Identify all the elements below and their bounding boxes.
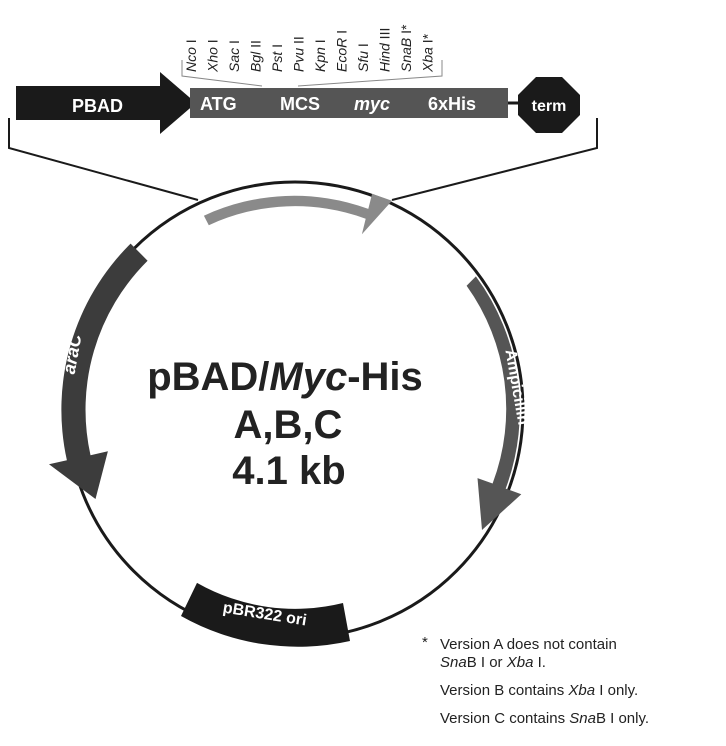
ampicillin-arrow	[466, 276, 522, 530]
atg-label: ATG	[200, 94, 237, 114]
ori-block	[181, 582, 350, 647]
restriction-site-bracket	[181, 60, 443, 87]
terminator-octagon	[518, 77, 580, 133]
restriction-site-label: Hind III	[377, 28, 393, 72]
restriction-site-label: EcoR I	[334, 30, 350, 72]
cassette-brackets	[8, 118, 598, 201]
plasmid-name: pBAD/Myc-His	[147, 355, 423, 399]
mcs-label: MCS	[280, 94, 320, 114]
restriction-site-label: Xho I	[205, 39, 221, 73]
plasmid-size: 4.1 kb	[232, 449, 345, 493]
restriction-site-label: Sac I	[226, 40, 242, 72]
insert-arrow	[203, 193, 392, 235]
version-notes: * Version A does not contain SnaB I or X…	[422, 634, 722, 728]
cassette-bar	[190, 88, 508, 118]
note-version-a: * Version A does not contain SnaB I or X…	[422, 634, 617, 671]
pbad-label: PBAD	[72, 96, 123, 116]
expression-cassette: PBAD ATG MCS myc 6xHis term	[16, 72, 580, 134]
footnote-star: *	[422, 634, 428, 651]
restriction-site-label: Xba I*	[420, 33, 436, 73]
term-label: term	[532, 98, 567, 115]
restriction-site-label: Sfu I	[355, 43, 371, 72]
restriction-site-label: Pvu II	[291, 36, 307, 72]
restriction-site-label: SnaB I*	[398, 24, 414, 72]
restriction-site-label: Kpn I	[312, 39, 328, 72]
his-tag-label: 6xHis	[428, 94, 476, 114]
arac-arrow	[49, 243, 148, 499]
myc-label: myc	[354, 94, 390, 114]
restriction-sites: Nco I Xho I Sac I Bgl II Pst I Pvu II Kpn I Eco…	[183, 24, 436, 73]
pbad-promoter-arrow	[16, 72, 196, 134]
note-version-c: Version C contains SnaB I only.	[440, 710, 650, 727]
note-version-b: Version B contains Xba I only.	[440, 682, 639, 699]
restriction-site-label: Nco I	[183, 39, 199, 72]
restriction-site-label: Pst I	[269, 44, 285, 72]
restriction-site-label: Bgl II	[248, 40, 264, 72]
plasmid-versions: A,B,C	[234, 403, 343, 447]
